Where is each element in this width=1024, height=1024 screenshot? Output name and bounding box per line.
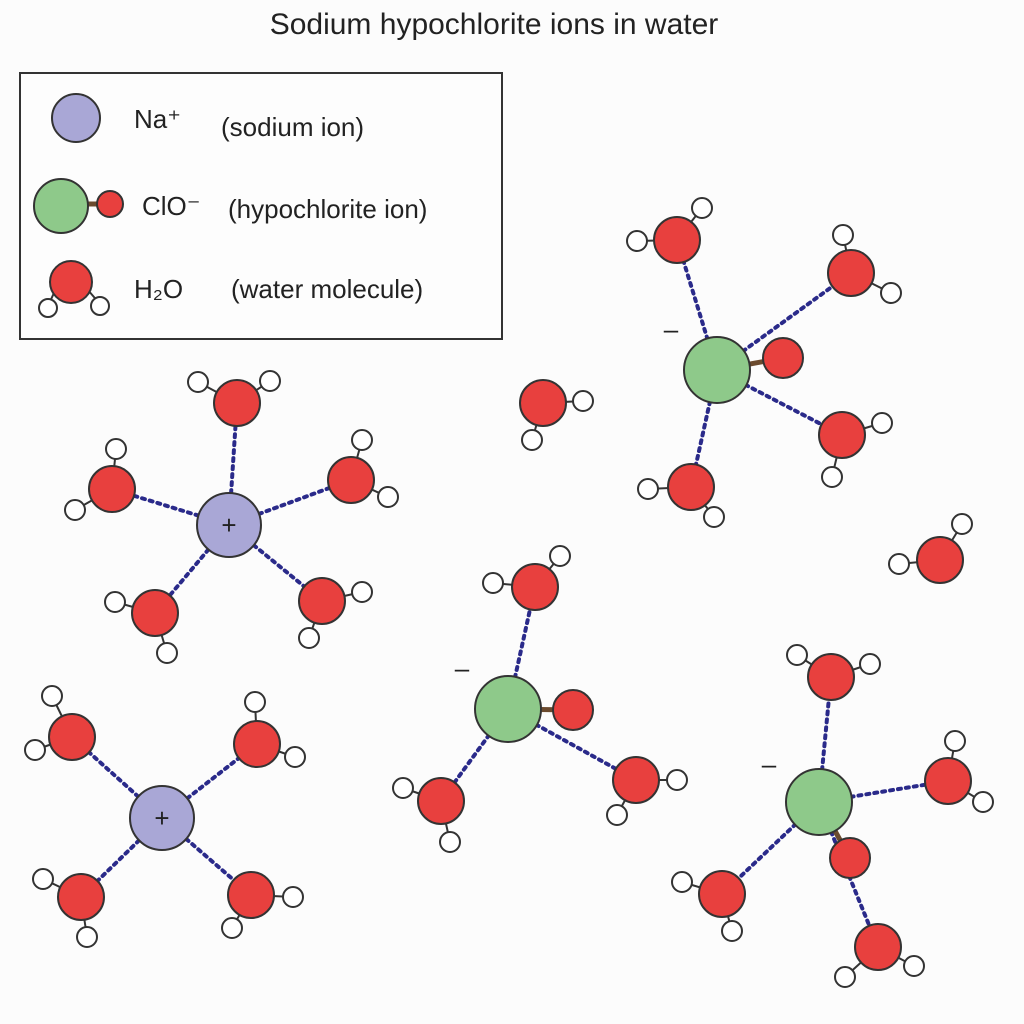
- legend-hypochlorite-formula: ClO⁻: [142, 191, 201, 221]
- water-oxygen-atom: [298, 577, 346, 625]
- water-hydrogen-atom: [944, 730, 966, 752]
- water-oxygen-atom: [88, 465, 136, 513]
- water-hydrogen-atom: [221, 917, 243, 939]
- legend-hypochlorite-cl-icon: [33, 178, 89, 234]
- hypochlorite-oxygen-atom: [762, 337, 804, 379]
- water-hydrogen-atom: [392, 777, 414, 799]
- water-oxygen-atom: [511, 563, 559, 611]
- water-hydrogen-atom: [351, 581, 373, 603]
- legend-hypochlorite-description: (hypochlorite ion): [228, 194, 428, 224]
- water-oxygen-atom: [653, 216, 701, 264]
- water-hydrogen-atom: [903, 955, 925, 977]
- sodium-ion: [129, 785, 195, 851]
- sodium-charge-label: +: [154, 803, 169, 833]
- water-oxygen-atom: [924, 757, 972, 805]
- water-hydrogen-atom: [156, 642, 178, 664]
- water-hydrogen-atom: [24, 739, 46, 761]
- legend-water-h2-icon: [90, 296, 110, 316]
- water-hydrogen-atom: [105, 438, 127, 460]
- atoms: [24, 197, 994, 988]
- water-hydrogen-atom: [951, 513, 973, 535]
- water-hydrogen-atom: [626, 230, 648, 252]
- water-hydrogen-atom: [439, 831, 461, 853]
- sodium-charge-label: +: [221, 510, 236, 540]
- hypochlorite-oxygen-atom: [552, 689, 594, 731]
- water-hydrogen-atom: [76, 926, 98, 948]
- water-oxygen-atom: [818, 411, 866, 459]
- water-hydrogen-atom: [351, 429, 373, 451]
- legend-water-description: (water molecule): [231, 274, 424, 304]
- legend-hypochlorite-o-icon: [96, 190, 124, 218]
- water-hydrogen-atom: [282, 886, 304, 908]
- water-hydrogen-atom: [880, 282, 902, 304]
- water-hydrogen-atom: [606, 804, 628, 826]
- water-oxygen-atom: [57, 873, 105, 921]
- water-hydrogen-atom: [832, 224, 854, 246]
- water-hydrogen-atom: [703, 506, 725, 528]
- charge-labels: + + – – –: [154, 314, 776, 833]
- water-hydrogen-atom: [187, 371, 209, 393]
- water-hydrogen-atom: [691, 197, 713, 219]
- water-hydrogen-atom: [32, 868, 54, 890]
- water-hydrogen-atom: [834, 966, 856, 988]
- water-oxygen-atom: [612, 756, 660, 804]
- water-hydrogen-atom: [786, 644, 808, 666]
- hypochlorite-chlorine-atom: [683, 336, 751, 404]
- hypochlorite-chlorine-atom: [474, 675, 542, 743]
- diagram-title: Sodium hypochlorite ions in water: [269, 8, 719, 41]
- water-hydrogen-atom: [637, 478, 659, 500]
- legend-sodium-description: (sodium ion): [221, 112, 365, 142]
- legend-symbols: [33, 93, 124, 318]
- water-oxygen-atom: [227, 871, 275, 919]
- water-hydrogen-atom: [721, 920, 743, 942]
- water-oxygen-atom: [233, 720, 281, 768]
- water-oxygen-atom: [667, 463, 715, 511]
- legend-sodium-icon: [51, 93, 101, 143]
- water-hydrogen-atom: [104, 591, 126, 613]
- water-hydrogen-atom: [972, 791, 994, 813]
- water-oxygen-atom: [519, 379, 567, 427]
- water-hydrogen-atom: [244, 691, 266, 713]
- water-hydrogen-atom: [549, 545, 571, 567]
- water-oxygen-atom: [827, 249, 875, 297]
- legend-sodium-formula: Na⁺: [134, 104, 181, 134]
- water-hydrogen-atom: [521, 429, 543, 451]
- water-oxygen-atom: [807, 653, 855, 701]
- legend-water-h1-icon: [38, 298, 58, 318]
- water-oxygen-atom: [131, 589, 179, 637]
- water-hydrogen-atom: [572, 390, 594, 412]
- water-oxygen-atom: [213, 379, 261, 427]
- water-oxygen-atom: [327, 456, 375, 504]
- water-hydrogen-atom: [298, 627, 320, 649]
- water-oxygen-atom: [698, 870, 746, 918]
- water-hydrogen-atom: [482, 572, 504, 594]
- water-oxygen-atom: [854, 923, 902, 971]
- hypochlorite-charge-label: –: [455, 653, 470, 683]
- legend: Na⁺ (sodium ion) ClO⁻ (hypochlorite ion)…: [19, 72, 503, 340]
- water-oxygen-atom: [48, 713, 96, 761]
- water-oxygen-atom: [916, 536, 964, 584]
- interaction-lines: [70, 238, 950, 949]
- hypochlorite-charge-label: –: [762, 749, 777, 779]
- water-hydrogen-atom: [41, 685, 63, 707]
- water-hydrogen-atom: [671, 871, 693, 893]
- legend-water-formula: H₂O: [134, 274, 184, 304]
- water-hydrogen-atom: [871, 412, 893, 434]
- water-hydrogen-atom: [666, 769, 688, 791]
- water-hydrogen-atom: [888, 553, 910, 575]
- water-hydrogen-atom: [377, 486, 399, 508]
- water-hydrogen-atom: [64, 499, 86, 521]
- water-hydrogen-atom: [821, 466, 843, 488]
- legend-water-o-icon: [49, 260, 93, 304]
- sodium-ion: [196, 492, 262, 558]
- hypochlorite-charge-label: –: [664, 314, 679, 344]
- water-hydrogen-atom: [284, 746, 306, 768]
- water-oxygen-atom: [417, 777, 465, 825]
- hypochlorite-oxygen-atom: [829, 837, 871, 879]
- water-hydrogen-atom: [259, 370, 281, 392]
- hypochlorite-chlorine-atom: [785, 768, 853, 836]
- water-hydrogen-atom: [859, 653, 881, 675]
